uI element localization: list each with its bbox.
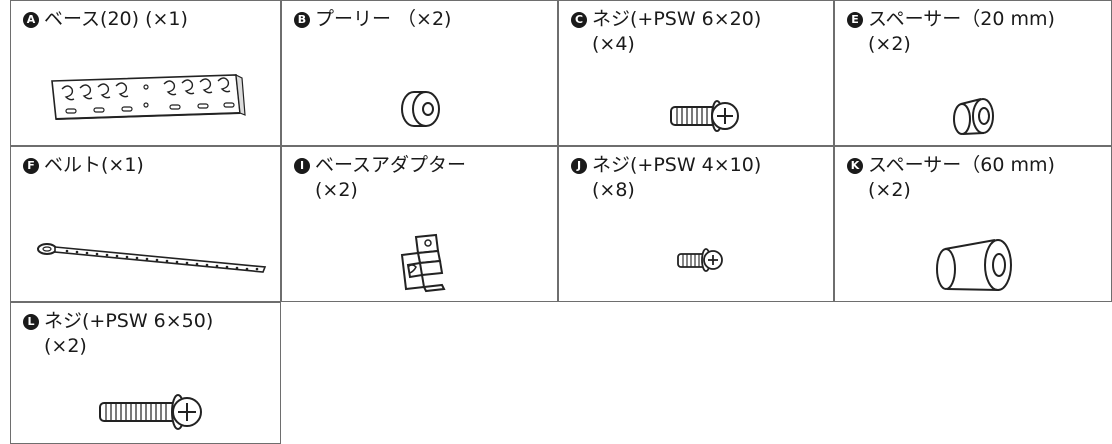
part-label: ベース(20) (×1) <box>44 8 188 30</box>
part-letter-badge: K <box>847 158 863 174</box>
part-quantity: (×4) <box>571 32 823 57</box>
part-label: スペーサー（60 mm) <box>868 154 1055 176</box>
part-label: ネジ(+PSW 6×20) <box>592 8 761 30</box>
part-cell-i: I ベースアダプター (×2) <box>281 146 558 302</box>
part-letter-badge: C <box>571 12 587 28</box>
part-letter-badge: F <box>23 158 39 174</box>
part-cell-c: C ネジ(+PSW 6×20) (×4) <box>558 0 834 146</box>
part-cell-j: J ネジ(+PSW 4×10) (×8) <box>558 146 834 302</box>
screw-long-icon <box>96 391 206 435</box>
part-label: ネジ(+PSW 6×50) <box>44 310 213 332</box>
part-letter-badge: B <box>294 12 310 28</box>
part-label: ベースアダプター <box>315 154 466 176</box>
part-letter-badge: J <box>571 158 587 174</box>
screw-small-icon <box>675 247 725 275</box>
part-letter-badge: E <box>847 12 863 28</box>
part-cell-f: F ベルト(×1) <box>10 146 281 302</box>
spacer-short-icon <box>951 91 999 139</box>
pulley-icon <box>397 84 447 134</box>
part-letter-badge: I <box>294 158 310 174</box>
part-label: スペーサー（20 mm) <box>868 8 1055 30</box>
spacer-long-icon <box>935 235 1021 295</box>
screw-icon <box>667 97 741 137</box>
part-quantity: (×8) <box>571 178 823 203</box>
part-quantity: (×2) <box>23 334 270 359</box>
base-bracket-icon <box>46 69 246 129</box>
part-label: ネジ(+PSW 4×10) <box>592 154 761 176</box>
belt-icon <box>37 239 273 279</box>
part-label: ベルト(×1) <box>44 154 144 176</box>
base-adapter-icon <box>398 233 454 293</box>
part-letter-badge: A <box>23 12 39 28</box>
part-cell-e: E スペーサー（20 mm) (×2) <box>834 0 1112 146</box>
part-label: プーリー （×2) <box>315 8 451 30</box>
part-letter-badge: L <box>23 314 39 330</box>
part-cell-l: L ネジ(+PSW 6×50) (×2) <box>10 302 281 444</box>
part-cell-k: K スペーサー（60 mm) (×2) <box>834 146 1112 302</box>
part-cell-b: B プーリー （×2) <box>281 0 558 146</box>
part-cell-a: A ベース(20) (×1) <box>10 0 281 146</box>
part-quantity: (×2) <box>847 178 1101 203</box>
part-quantity: (×2) <box>847 32 1101 57</box>
part-quantity: (×2) <box>294 178 547 203</box>
